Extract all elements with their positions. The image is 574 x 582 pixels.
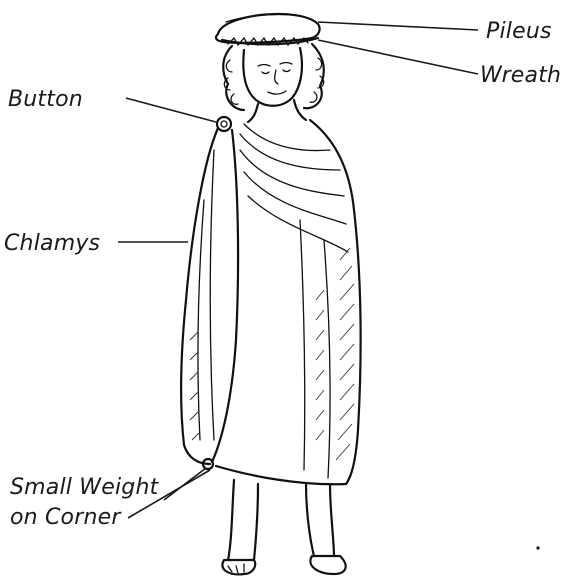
label-on-corner: on Corner: [10, 505, 122, 530]
label-pileus: Pileus: [486, 19, 552, 44]
label-chlamys: Chlamys: [4, 231, 100, 256]
leader-lines: [118, 22, 478, 518]
wreath-leader: [318, 40, 478, 74]
legs-feet: [222, 480, 345, 574]
figure: [181, 14, 360, 574]
label-button: Button: [8, 87, 83, 112]
labels: Pileus Wreath Button Chlamys Small Weigh…: [4, 19, 561, 530]
button-leader: [126, 98, 216, 122]
label-small-weight: Small Weight: [10, 475, 160, 500]
button-brooch: [217, 117, 231, 131]
stray-dot: [536, 546, 539, 549]
hair: [223, 44, 324, 110]
face: [243, 48, 302, 106]
label-wreath: Wreath: [480, 63, 561, 88]
pileus-leader: [318, 22, 478, 30]
chlamys-cloak: [181, 120, 360, 484]
neck: [248, 100, 306, 122]
